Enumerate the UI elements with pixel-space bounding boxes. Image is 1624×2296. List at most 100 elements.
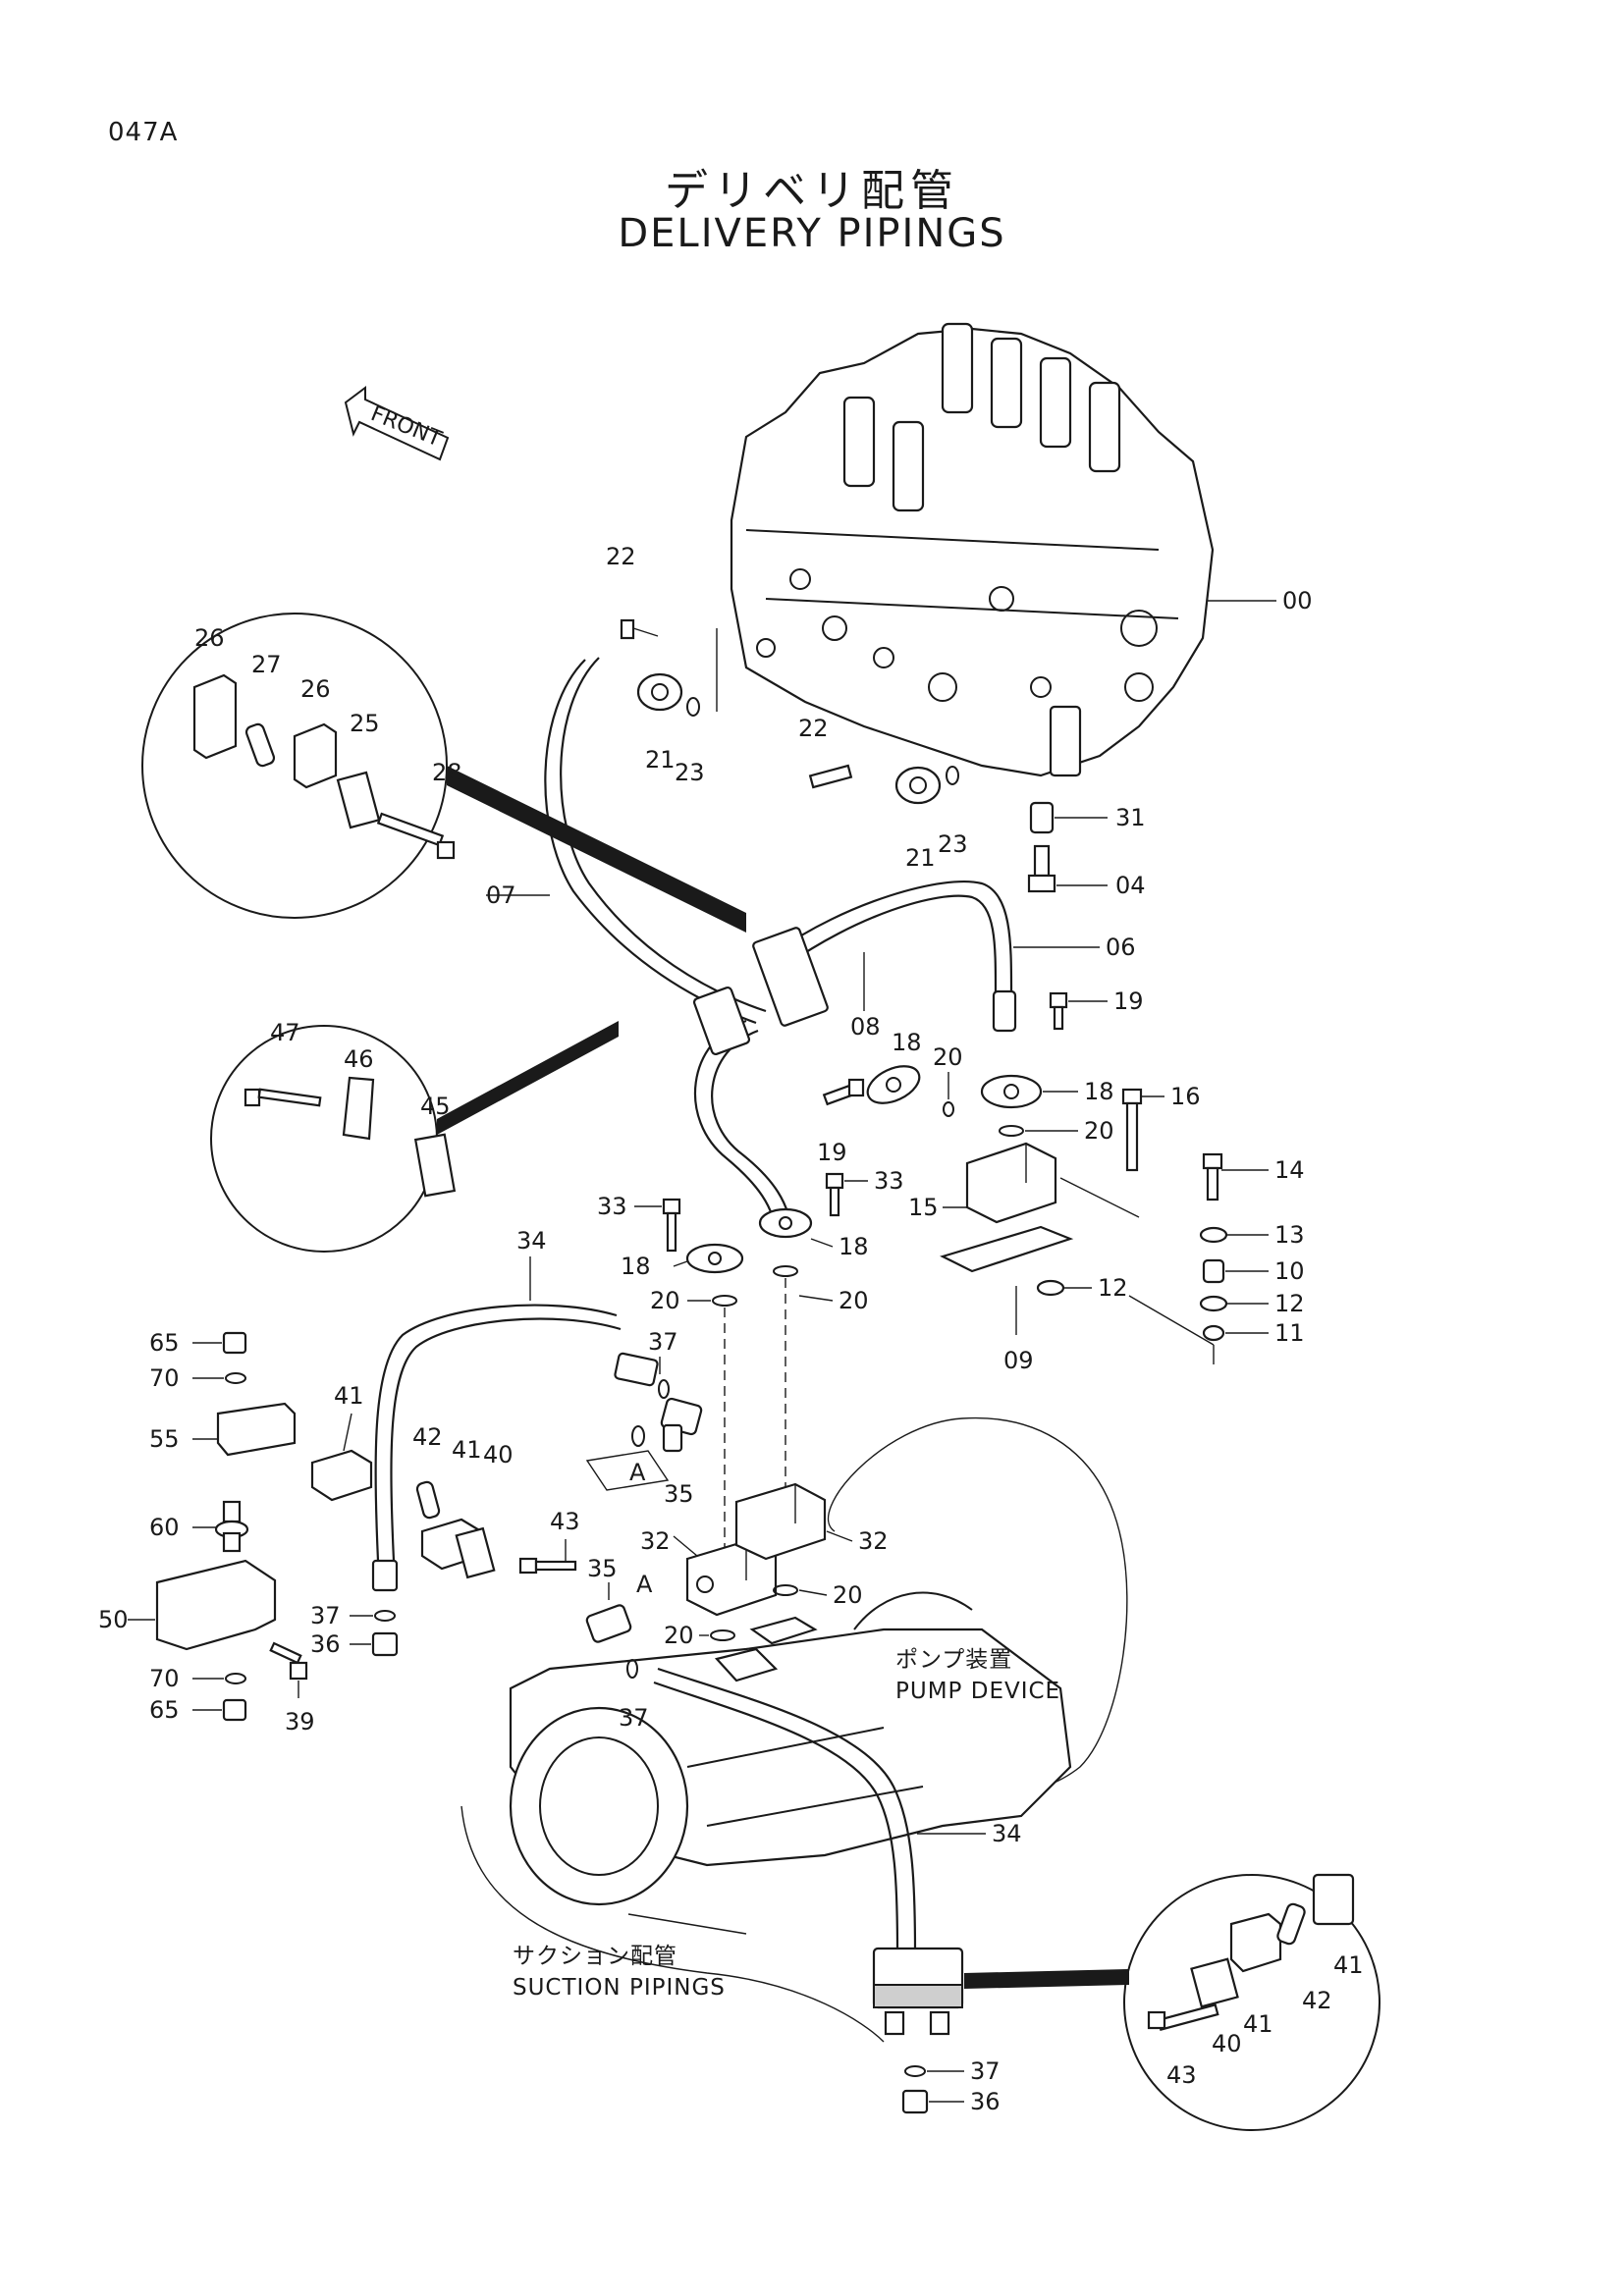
spacer-31: [1029, 801, 1108, 834]
nut-65-top: [192, 1331, 247, 1355]
callout-19-right: 19: [1113, 988, 1144, 1015]
flange-lower: [808, 764, 959, 805]
callout-18-lower-right: 18: [839, 1233, 869, 1260]
callout-23-mid: 23: [938, 830, 968, 858]
plate-09: [940, 1225, 1074, 1335]
callout-12-left: 12: [1098, 1274, 1128, 1302]
washer-12-right: [1199, 1295, 1269, 1312]
oring-37-mid: [626, 1659, 638, 1679]
ref-a-top: A: [629, 1459, 646, 1486]
oring-20-pump-a: [773, 1584, 828, 1596]
bracket-50: [128, 1559, 277, 1651]
plug-36-bottom: [901, 2089, 964, 2114]
callout-23-top: 23: [675, 759, 705, 786]
ref-a-top-box: [585, 1425, 670, 1491]
bolt-19-mid: [822, 1078, 865, 1106]
bolt-43-left: [518, 1539, 577, 1575]
elbow-35-bottom: [585, 1582, 632, 1643]
oring-37-bottom: [904, 2065, 964, 2077]
bolt-19-right: [1049, 991, 1108, 1031]
callout-32-right: 32: [858, 1527, 889, 1555]
bolt-14: [1202, 1152, 1269, 1201]
callout-50: 50: [98, 1606, 129, 1633]
callout-43-detail: 43: [1166, 2061, 1197, 2089]
callout-47: 47: [270, 1019, 300, 1046]
washer-12-left: [1036, 1279, 1092, 1297]
callout-33-left: 33: [597, 1193, 627, 1220]
oring-20-right: [999, 1125, 1078, 1137]
callout-37-bottom: 37: [970, 2057, 1001, 2085]
callout-06: 06: [1106, 934, 1136, 961]
pump-device: [460, 1416, 1128, 2043]
callout-20-lower-left: 20: [650, 1287, 680, 1314]
callout-21-mid: 21: [905, 844, 936, 872]
callout-41-detail-right: 41: [1333, 1951, 1364, 1979]
callout-20-mid: 20: [933, 1043, 963, 1071]
flange-18-lower-left: [673, 1243, 744, 1274]
oring-20-lower-right: [773, 1265, 834, 1512]
callout-70-top: 70: [149, 1364, 180, 1392]
callout-42-left: 42: [412, 1423, 443, 1451]
callout-09: 09: [1003, 1347, 1034, 1374]
pipe-clamp-block: [692, 927, 829, 1056]
callout-22-mid: 22: [798, 715, 829, 742]
callout-04: 04: [1115, 872, 1146, 899]
washer-13: [1199, 1226, 1269, 1244]
callout-35-top: 35: [664, 1480, 694, 1508]
nut-65-bottom: [192, 1698, 247, 1722]
callout-70-bottom: 70: [149, 1665, 180, 1692]
callout-36-left: 36: [310, 1630, 341, 1658]
callout-22-top: 22: [606, 543, 636, 570]
hose-06: [775, 880, 1100, 1033]
pump-device-en: PUMP DEVICE: [895, 1679, 1060, 1704]
callout-46: 46: [344, 1045, 374, 1073]
callout-34-top: 34: [516, 1227, 547, 1255]
clamp-41-top: [310, 1413, 373, 1502]
callout-41-detail-left: 41: [1243, 2010, 1273, 2038]
oring-20-pump-b: [699, 1616, 818, 1682]
callout-35-bottom: 35: [587, 1555, 618, 1582]
callout-27: 27: [251, 651, 282, 678]
suction-pipings-jp: サクション配管: [513, 1944, 677, 1969]
bolt-39: [269, 1641, 308, 1698]
page-code: 047A: [108, 118, 179, 147]
hose-34-bottom: [653, 1667, 986, 1954]
rubber-42-left: [415, 1480, 441, 1520]
callout-18-lower-left: 18: [621, 1253, 651, 1280]
callout-19-mid: 19: [817, 1139, 847, 1166]
callout-20-pump-a: 20: [833, 1581, 863, 1609]
hose-34-left: [371, 1256, 659, 1592]
callout-26-left: 26: [194, 624, 225, 652]
callout-28: 28: [432, 759, 462, 786]
bracket-15: [943, 1142, 1057, 1224]
washer-70-bottom: [192, 1673, 246, 1684]
callout-41-top: 41: [334, 1382, 364, 1410]
front-arrow: FRONT: [344, 386, 450, 461]
ref-a-bottom: A: [636, 1571, 653, 1598]
callout-65-bottom: 65: [149, 1696, 180, 1724]
callout-41-mid: 41: [452, 1436, 482, 1464]
callout-55: 55: [149, 1425, 180, 1453]
callout-43-left: 43: [550, 1508, 580, 1535]
callout-07: 07: [486, 881, 516, 909]
collar-10: [1202, 1258, 1269, 1284]
callout-20-lower-right: 20: [839, 1287, 869, 1314]
callout-15: 15: [908, 1194, 939, 1221]
block-32-right: [734, 1482, 853, 1561]
suction-pipings-en: SUCTION PIPINGS: [513, 1975, 726, 2001]
callout-31: 31: [1115, 804, 1146, 831]
callout-21-top: 21: [645, 746, 676, 774]
callout-25: 25: [350, 710, 380, 737]
pump-device-jp: ポンプ装置: [895, 1647, 1012, 1673]
callout-40-left: 40: [483, 1441, 514, 1468]
plate-40-left: [455, 1526, 496, 1579]
flange-18-mid: [866, 1065, 954, 1117]
callout-08: 08: [850, 1013, 881, 1041]
title-english: DELIVERY PIPINGS: [618, 211, 1006, 256]
control-valve-assembly: [730, 322, 1276, 777]
hose-07: [486, 657, 767, 1025]
callout-40-detail: 40: [1212, 2030, 1242, 2057]
callout-32-left: 32: [640, 1527, 671, 1555]
flange-18-right: [980, 1074, 1078, 1109]
